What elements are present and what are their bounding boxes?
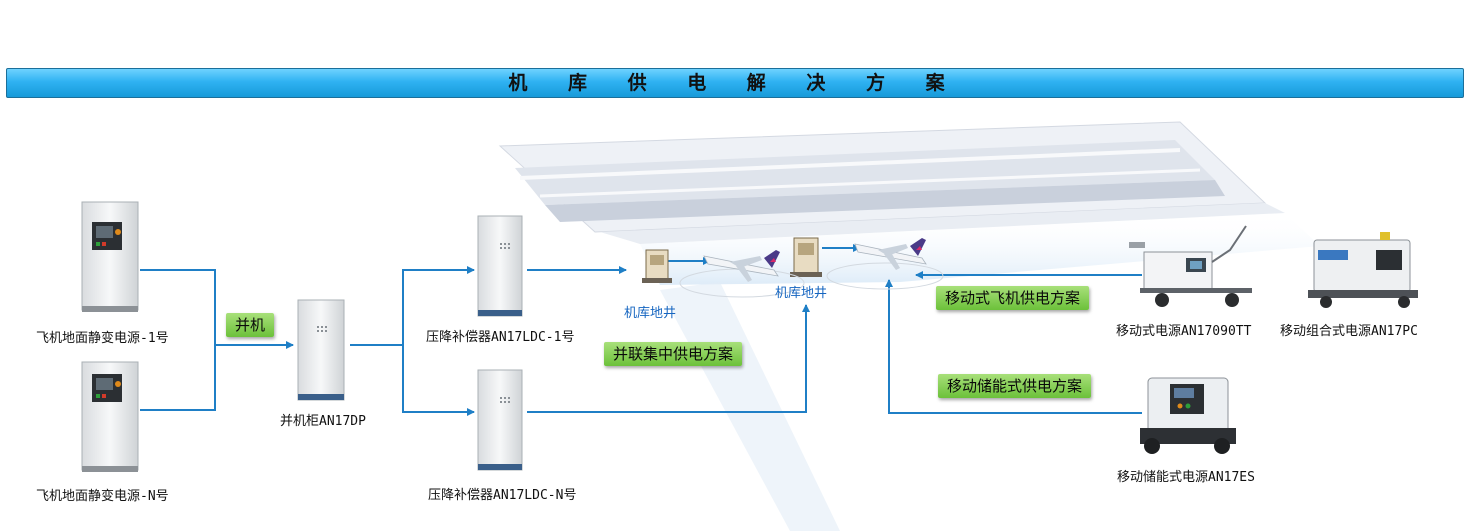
ldc-n-caption: 压降补偿器AN17LDC-N号 (428, 488, 577, 503)
pit-right-caption: 机库地井 (775, 286, 828, 301)
parallel-cabinet (297, 299, 345, 401)
title-bar (6, 68, 1464, 98)
ground-power-cabinet-n (81, 361, 139, 472)
ldc-1-caption: 压降补偿器AN17LDC-1号 (426, 330, 575, 345)
energy-storage-unit (1140, 377, 1236, 454)
parallel-label: 并机 (226, 313, 275, 337)
ldc-cabinet-1 (477, 215, 523, 317)
parallel-cabinet-caption: 并机柜AN17DP (280, 414, 366, 429)
pit-left-caption: 机库地井 (624, 306, 677, 321)
hangar-pit-left (642, 249, 672, 283)
scheme-label-storage: 移动储能式供电方案 (938, 374, 1092, 398)
hangar-illustration (498, 121, 1320, 531)
mobile-power-unit (1129, 225, 1252, 307)
storage-unit-caption: 移动储能式电源AN17ES (1117, 470, 1255, 485)
aircraft-right (826, 238, 944, 290)
mobile-unit-caption: 移动式电源AN17090TT (1116, 324, 1252, 339)
combined-power-unit (1308, 232, 1418, 308)
source-1-caption: 飞机地面静变电源-1号 (36, 331, 169, 346)
page-title: 机 库 供 电 解 决 方 案 (508, 72, 962, 94)
ground-power-cabinet-1 (81, 201, 139, 312)
source-n-caption: 飞机地面静变电源-N号 (36, 489, 169, 504)
aircraft-left (679, 250, 805, 298)
scheme-label-mobile: 移动式飞机供电方案 (936, 286, 1090, 310)
hangar-pit-right (790, 237, 822, 277)
connector-lines (140, 244, 1142, 416)
combo-unit-caption: 移动组合式电源AN17PC (1280, 324, 1418, 339)
scheme-label-centralized: 并联集中供电方案 (604, 342, 743, 366)
ldc-cabinet-n (477, 369, 523, 471)
